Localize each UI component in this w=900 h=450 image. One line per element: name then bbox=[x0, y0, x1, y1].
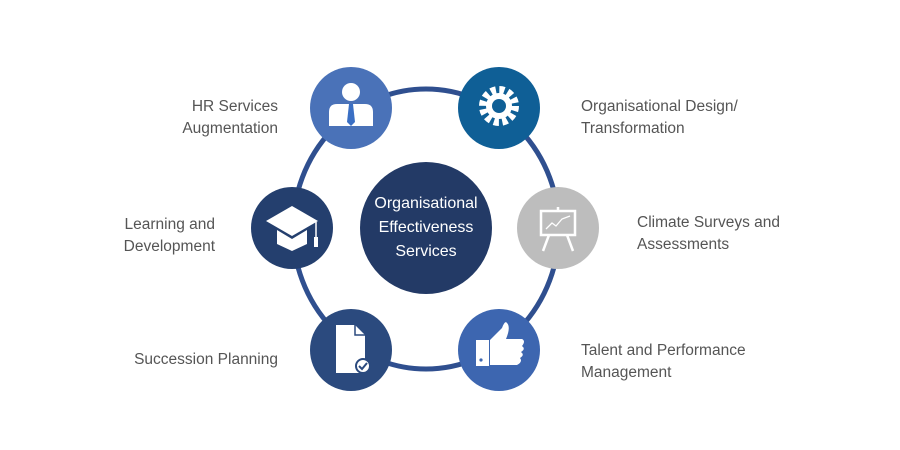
label-talent-performance: Talent and Performance Management bbox=[581, 340, 746, 384]
label-learning-development: Learning and Development bbox=[124, 214, 215, 258]
gear-icon bbox=[479, 86, 519, 126]
node-climate bbox=[517, 187, 599, 269]
person-tie-icon bbox=[329, 83, 373, 126]
node-talent bbox=[458, 309, 540, 391]
presentation-board-icon bbox=[539, 207, 577, 252]
label-line: Augmentation bbox=[182, 120, 278, 137]
label-hr-services: HR Services Augmentation bbox=[182, 96, 278, 140]
label-line: Succession Planning bbox=[134, 351, 278, 368]
label-climate-surveys: Climate Surveys and Assessments bbox=[637, 212, 780, 256]
label-line: HR Services bbox=[191, 98, 278, 115]
center-line: Effectiveness bbox=[378, 219, 474, 236]
center-line: Services bbox=[395, 243, 457, 260]
label-line: Talent and Performance bbox=[581, 342, 746, 359]
document-check-icon bbox=[336, 325, 371, 374]
label-organisational-design: Organisational Design/ Transformation bbox=[581, 96, 738, 140]
label-line: Learning and bbox=[124, 216, 216, 233]
label-line: Assessments bbox=[637, 236, 730, 253]
label-succession-planning: Succession Planning bbox=[134, 349, 278, 371]
label-line: Development bbox=[123, 238, 215, 255]
center-line: Organisational bbox=[374, 195, 478, 212]
node-learning bbox=[251, 187, 333, 269]
label-line: Climate Surveys and bbox=[637, 214, 781, 231]
graduation-cap-icon bbox=[266, 206, 318, 251]
node-succession bbox=[310, 309, 392, 391]
node-hr bbox=[310, 67, 392, 149]
center-title: Organisational Effectiveness Services bbox=[360, 162, 492, 294]
thumbs-up-icon bbox=[476, 322, 524, 366]
label-line: Organisational Design/ bbox=[581, 98, 738, 115]
label-line: Transformation bbox=[581, 120, 685, 137]
node-od bbox=[458, 67, 540, 149]
center-circle bbox=[360, 162, 492, 294]
label-line: Management bbox=[581, 364, 672, 381]
